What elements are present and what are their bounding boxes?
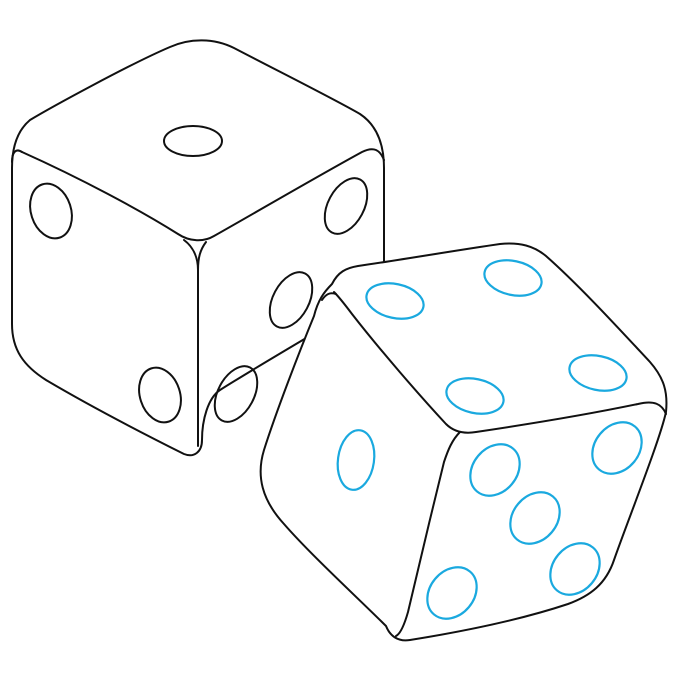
front-die-right-pip-4 [426,566,478,620]
front-die [259,242,668,642]
back-die [11,39,385,457]
front-die-right-pip-3 [509,491,561,545]
front-die-top-pip-3 [445,377,505,415]
back-die-right-pip-2 [268,271,314,329]
back-die-right-pip-3 [213,365,259,423]
back-die-top-face-edge-left [11,149,23,163]
front-die-vertical-edge [395,431,461,637]
back-die-top-pip [163,125,223,157]
front-die-top-pip-2 [483,259,543,297]
back-die-vertical-edge-2 [197,241,207,271]
back-die-right-pip-1 [323,177,369,235]
front-die-right-pip-2 [591,421,643,475]
front-die-right-pip-5 [549,542,601,596]
back-die-left-pip-1 [29,182,73,240]
front-die-top-pip-4 [568,354,628,392]
front-die-top-pip-1 [365,282,425,320]
back-die-top-face-edge [21,148,385,242]
front-die-left-pip [336,429,376,491]
front-die-right-pip-1 [469,443,521,497]
front-die-top-left-corner [321,292,337,301]
front-die-outline [259,242,668,642]
back-die-left-pip-2 [138,366,182,424]
